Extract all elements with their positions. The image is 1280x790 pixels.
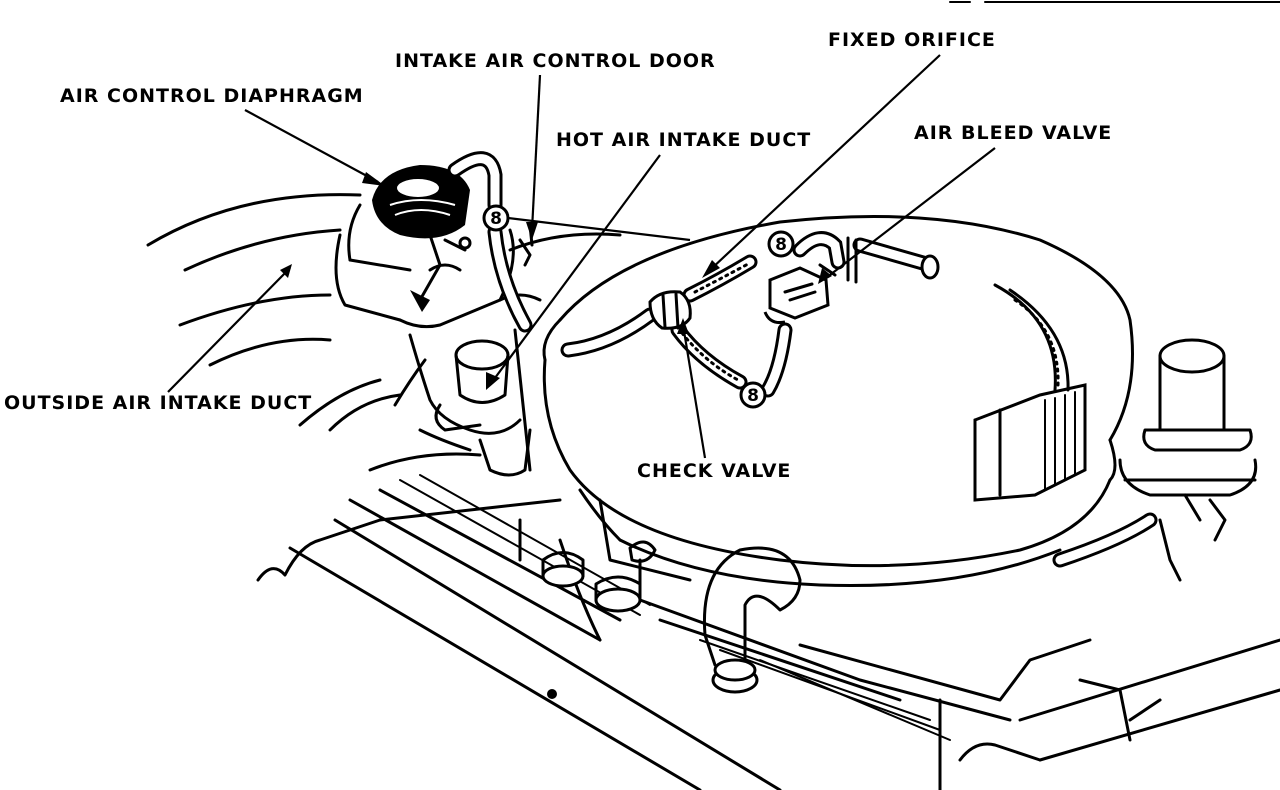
label-air-bleed-valve: AIR BLEED VALVE [914,122,1113,144]
vacuum-hoses [447,151,940,398]
hose-marker-text: 8 [490,209,502,229]
air-filter-element [973,283,1087,502]
hose-marker-text: 8 [775,235,787,255]
label-intake-air-control-door: INTAKE AIR CONTROL DOOR [395,50,716,72]
elbow-hose [702,546,802,694]
air-bleed-valve-part [763,263,837,324]
label-air-control-diaphragm: AIR CONTROL DIAPHRAGM [60,85,364,107]
label-check-valve: CHECK VALVE [637,460,792,482]
label-hot-air-intake-duct: HOT AIR INTAKE DUCT [556,129,812,151]
hose-marker: 8 [739,381,767,409]
label-fixed-orifice: FIXED ORIFICE [828,29,996,51]
snorkel-assembly [393,223,542,477]
air-control-diaphragm [372,165,472,312]
label-outside-air-intake-duct: OUTSIDE AIR INTAKE DUCT [4,392,313,414]
check-valve-part [648,290,692,330]
engine-caps [541,540,657,613]
hose-marker: 8 [482,204,510,232]
air-cleaner-housing [508,214,1134,592]
leader-lines [167,54,996,459]
breather-tube [1052,338,1258,582]
hose-marker: 8 [767,230,795,258]
hose-marker-text: 8 [747,386,759,406]
engine-valve-cover [256,452,1280,790]
